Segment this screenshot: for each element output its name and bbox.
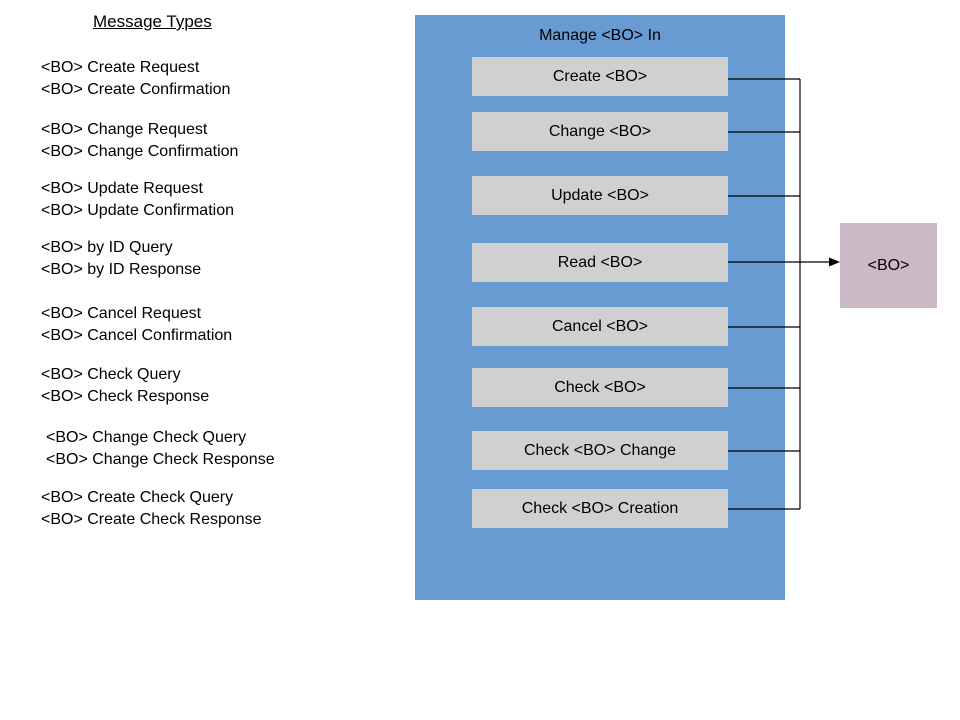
message-pair-update: <BO> Update Request <BO> Update Confirma… <box>41 178 234 222</box>
op-box-cancel: Cancel <BO> <box>472 307 728 346</box>
op-box-change: Change <BO> <box>472 112 728 151</box>
message-pair-change-check: <BO> Change Check Query <BO> Change Chec… <box>46 427 275 471</box>
message-line: <BO> by ID Query <box>41 239 173 256</box>
op-box-create: Create <BO> <box>472 57 728 96</box>
message-line: <BO> Check Response <box>41 388 210 405</box>
message-line: <BO> Change Request <box>41 121 208 138</box>
arrow-head <box>829 257 840 267</box>
op-box-check-creation: Check <BO> Creation <box>472 489 728 528</box>
message-types-title: Message Types <box>93 12 212 31</box>
message-line: <BO> Create Confirmation <box>41 81 231 98</box>
message-line: <BO> Change Check Query <box>46 429 247 446</box>
panel-title: Manage <BO> In <box>539 27 661 44</box>
message-line: <BO> Create Check Query <box>41 489 234 506</box>
message-line: <BO> Cancel Confirmation <box>41 327 233 344</box>
message-line: <BO> Change Check Response <box>46 451 275 468</box>
message-pair-cancel: <BO> Cancel Request <BO> Cancel Confirma… <box>41 303 232 347</box>
message-pair-create-check: <BO> Create Check Query <BO> Create Chec… <box>41 487 262 531</box>
message-line: <BO> Change Confirmation <box>41 143 239 160</box>
message-line: <BO> Cancel Request <box>41 305 202 322</box>
op-box-check: Check <BO> <box>472 368 728 407</box>
message-line: <BO> Create Check Response <box>41 511 262 528</box>
message-line: <BO> Update Confirmation <box>41 202 234 219</box>
message-pair-check: <BO> Check Query <BO> Check Response <box>41 364 209 408</box>
op-box-update: Update <BO> <box>472 176 728 215</box>
op-box-check-change: Check <BO> Change <box>472 431 728 470</box>
message-pair-by-id: <BO> by ID Query <BO> by ID Response <box>41 237 201 281</box>
manage-bo-panel: Manage <BO> In Create <BO> Change <BO> U… <box>415 15 785 600</box>
message-pair-change: <BO> Change Request <BO> Change Confirma… <box>41 119 238 163</box>
bo-target-box: <BO> <box>840 223 937 308</box>
message-line: <BO> by ID Response <box>41 261 202 278</box>
op-box-read: Read <BO> <box>472 243 728 282</box>
message-line: <BO> Check Query <box>41 366 181 383</box>
message-pair-create: <BO> Create Request <BO> Create Confirma… <box>41 57 230 101</box>
message-line: <BO> Update Request <box>41 180 203 197</box>
message-line: <BO> Create Request <box>41 59 200 76</box>
